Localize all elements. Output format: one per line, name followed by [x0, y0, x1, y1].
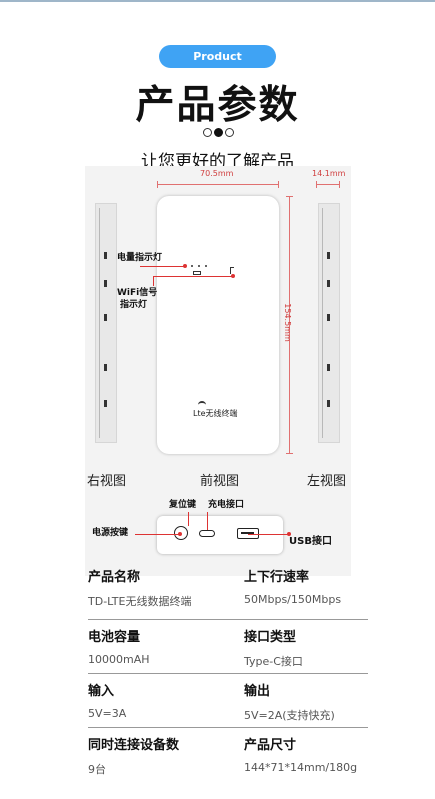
side-mark: [104, 364, 107, 371]
reset-key-callout: 复位键: [169, 500, 197, 510]
power-indicator-callout: 电量指示灯: [117, 253, 163, 263]
brand-label: Lte无线终端: [193, 409, 238, 418]
dim-tick: [316, 181, 317, 188]
front-view-label: 前视图: [200, 474, 240, 489]
spec-row: 同时连接设备数 9台 产品尺寸 144*71*14mm/180g: [88, 728, 368, 782]
spec-value: 50Mbps/150Mbps: [244, 593, 342, 606]
left-view-label: 左视图: [307, 474, 347, 489]
spec-row: 产品名称 TD-LTE无线数据终端 上下行速率 50Mbps/150Mbps: [88, 566, 368, 620]
wifi-indicator-callout-line2: 指示灯: [120, 300, 148, 310]
power-key-callout: 电源按键: [92, 528, 129, 538]
spec-label: 同时连接设备数: [88, 738, 180, 753]
side-mark: [104, 314, 107, 321]
battery-icon: [193, 271, 201, 275]
callout-line: [153, 276, 154, 286]
height-dimension: 154.5mm: [282, 303, 292, 342]
row-divider: [88, 619, 368, 620]
spec-label: 电池容量: [88, 630, 141, 645]
spec-label: 产品名称: [88, 570, 141, 585]
callout-line: [248, 534, 288, 535]
spec-label: 输入: [88, 684, 115, 699]
power-button-icon: [174, 526, 188, 540]
usb-port-callout: USB接口: [289, 536, 332, 547]
led-dot: [205, 265, 207, 267]
spec-row: 输入 5V=3A 输出 5V=2A(支持快充): [88, 674, 368, 728]
dim-tick: [278, 181, 279, 188]
spec-value: Type-C接口: [244, 655, 303, 668]
wifi-icon: [198, 401, 206, 409]
edge-stripe: [322, 208, 323, 438]
dot-indicator-active: [214, 128, 223, 137]
led-dot: [198, 265, 200, 267]
top-divider: [0, 0, 435, 2]
side-mark: [327, 252, 330, 259]
spec-value: 5V=3A: [88, 707, 127, 720]
right-view-label: 右视图: [87, 474, 127, 489]
depth-dimension: 14.1mm: [312, 169, 346, 178]
side-mark: [327, 280, 330, 287]
callout-line: [140, 266, 184, 267]
spec-value: 9台: [88, 763, 106, 776]
spec-value: 10000mAH: [88, 653, 150, 666]
carousel-dots: [203, 128, 236, 138]
callout-dot: [231, 274, 235, 278]
left-side-view: [318, 203, 340, 443]
bottom-view-device: [157, 516, 283, 554]
spec-value: 5V=2A(支持快充): [244, 709, 335, 722]
page-title: 产品参数: [135, 83, 300, 128]
dot-indicator: [203, 128, 212, 137]
right-side-view: [95, 203, 117, 443]
spec-value: 144*71*14mm/180g: [244, 761, 358, 774]
charge-port-callout: 充电接口: [208, 500, 245, 510]
spec-row: 电池容量 10000mAH 接口类型 Type-C接口: [88, 620, 368, 674]
callout-line: [153, 276, 233, 277]
spec-label: 产品尺寸: [244, 738, 297, 753]
dim-tick: [286, 196, 293, 197]
callout-line: [207, 512, 208, 530]
side-mark: [104, 252, 107, 259]
side-mark: [327, 314, 330, 321]
side-mark: [327, 364, 330, 371]
signal-icon: [230, 267, 234, 274]
side-mark: [104, 400, 107, 407]
spec-label: 上下行速率: [244, 570, 310, 585]
edge-stripe: [99, 208, 100, 438]
callout-dot: [287, 532, 291, 536]
front-view-device: Lte无线终端: [157, 196, 279, 454]
dim-tick: [157, 181, 158, 188]
section-pill: Product parameters: [159, 45, 276, 86]
row-divider: [88, 673, 368, 674]
width-dimension: 70.5mm: [200, 169, 234, 178]
dim-tick: [286, 453, 293, 454]
wifi-indicator-callout: WiFi信号: [117, 288, 158, 298]
usb-port-icon: [237, 528, 259, 539]
callout-line: [188, 512, 189, 526]
side-mark: [104, 280, 107, 287]
side-mark: [327, 400, 330, 407]
dim-tick: [339, 181, 340, 188]
depth-dimension-line: [316, 184, 340, 185]
spec-label: 输出: [244, 684, 271, 699]
callout-line: [135, 534, 179, 535]
spec-value: TD-LTE无线数据终端: [88, 595, 192, 608]
dot-indicator: [225, 128, 234, 137]
spec-label: 接口类型: [244, 630, 297, 645]
led-dot: [191, 265, 193, 267]
height-dimension-line: [289, 196, 290, 454]
callout-dot: [178, 532, 182, 536]
width-dimension-line: [157, 184, 279, 185]
callout-dot: [183, 264, 187, 268]
row-divider: [88, 727, 368, 728]
type-c-port-icon: [199, 530, 215, 537]
